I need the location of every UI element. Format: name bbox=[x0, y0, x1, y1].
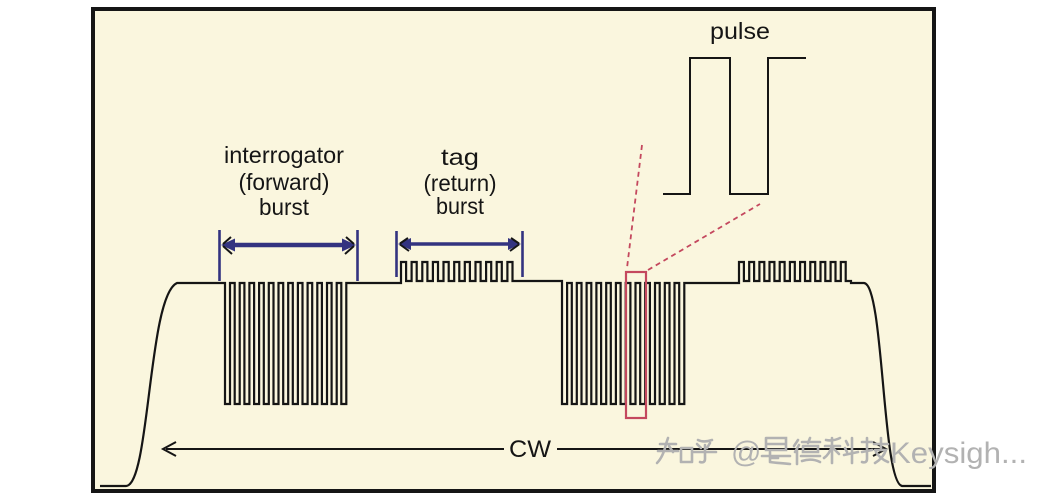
svg-text:Keysigh...: Keysigh... bbox=[890, 437, 1027, 470]
svg-text:CW: CW bbox=[509, 436, 551, 463]
svg-text:@: @ bbox=[731, 436, 761, 469]
svg-text:tag: tag bbox=[441, 144, 479, 170]
svg-text:(forward): (forward) bbox=[239, 169, 330, 195]
svg-text:burst: burst bbox=[259, 194, 310, 220]
svg-text:burst: burst bbox=[436, 193, 485, 219]
svg-text:interrogator: interrogator bbox=[224, 142, 344, 168]
svg-text:pulse: pulse bbox=[710, 18, 770, 44]
svg-text:(return): (return) bbox=[424, 170, 497, 196]
